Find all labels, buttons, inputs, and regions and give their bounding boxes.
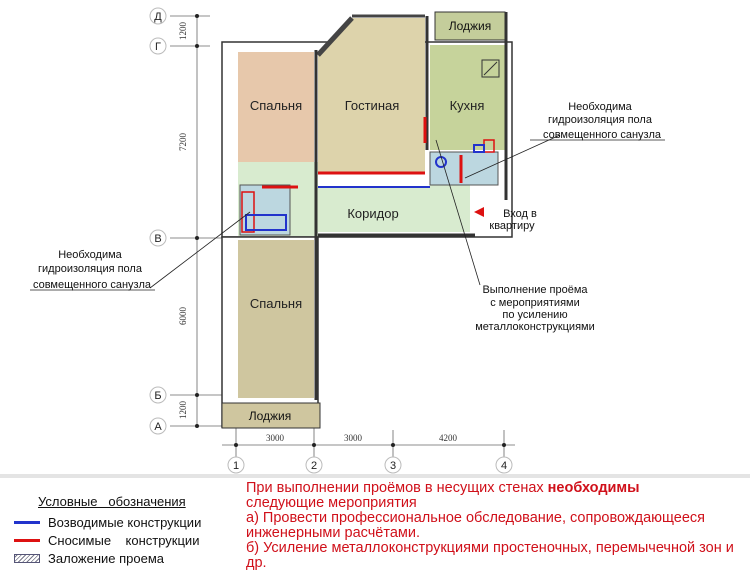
requirements-intro: При выполнении проёмов в несущих стенах [246,480,548,496]
axis-V: В [154,233,161,245]
note-waterproof-left-3: совмещенного санузла [33,279,152,291]
dim-4200: 4200 [439,433,458,443]
leader-lines [30,134,665,291]
note-opening-1: Выполнение проёма [482,284,588,296]
erected-walls [245,144,485,231]
note-opening-2: с мероприятиями [490,297,580,309]
legend-item-filled-opening: Заложение проема [14,549,201,567]
label-bedroom-top: Спальня [250,98,302,113]
legend-item-erected: Возводимые конструкции [14,513,201,531]
legend-title: Условные обозначения [38,494,186,509]
note-opening-3: по усилению [502,309,567,321]
note-opening-4: металлоконструкциями [475,321,595,333]
dim-6000: 6000 [178,307,188,326]
blue-line-swatch [14,520,40,524]
note-waterproof-left-2: гидроизоляция пола [38,263,143,275]
dim-1200-bottom: 1200 [178,401,188,420]
requirements-line2: следующие мероприятия [246,495,417,511]
room-bedroom-bottom [238,240,314,398]
note-waterproof-left-1: Необходима [58,249,122,261]
room-bedroom-top [238,52,314,162]
rooms [221,11,513,429]
demolished-walls [241,117,495,233]
floor-plan: Д Г В Б А 1 2 3 4 1200 7200 6000 1200 30… [30,7,665,474]
red-line-swatch [14,538,40,542]
note-waterproof-right-2: гидроизоляция пола [548,114,653,126]
legend-label: Заложение проема [48,550,165,566]
requirement-a: а) Провести профессиональное обследовани… [246,510,706,541]
legend-label: Сносимые конструкции [48,532,200,548]
axis-G: Г [155,41,161,53]
requirements-intro-bold: необходимы [547,480,640,496]
note-waterproof-right-1: Необходима [568,101,632,113]
dim-3000-b: 3000 [344,433,363,443]
axis-3: 3 [390,460,396,472]
axis-2: 2 [311,460,317,472]
note-waterproof-right-3: совмещенного санузла [543,129,662,141]
requirement-b: б) Усиление металлоконструкциями простен… [246,540,734,571]
axis-A: А [154,421,162,433]
hatch-swatch [14,553,40,563]
note-entrance-2: квартиру [489,220,535,232]
axis-B: Б [154,390,161,402]
dim-3000-a: 3000 [266,433,285,443]
dim-7200: 7200 [178,133,188,152]
legend-label: Возводимые конструкции [48,514,202,530]
label-kitchen: Кухня [450,98,485,113]
requirements-text: При выполнении проёмов в несущих стенах … [246,481,750,571]
room-kitchen [430,45,505,150]
room-loggia-top [434,11,506,41]
label-bedroom-bottom: Спальня [250,296,302,311]
room-living [318,18,425,172]
room-bathroom-left [239,184,291,236]
label-loggia-top: Лоджия [449,19,492,33]
axis-D: Д [154,11,162,23]
axis-4: 4 [501,460,507,472]
dim-1200-top: 1200 [178,22,188,41]
room-loggia-bottom [221,402,321,429]
separator [0,474,750,478]
tick-marks [195,14,506,447]
axis-number-labels: 1 2 3 4 [227,456,513,474]
legend: Условные обозначения Возводимые конструк… [14,494,201,567]
legend-item-demolished: Сносимые конструкции [14,531,201,549]
label-corridor: Коридор [347,206,398,221]
entrance-arrow-icon [474,207,484,217]
label-loggia-bottom: Лоджия [249,409,292,423]
axis-letter-labels: Д Г В Б А [149,7,167,435]
note-entrance-1: Вход в [503,208,537,220]
axis-1: 1 [233,460,239,472]
label-living: Гостиная [345,98,400,113]
room-corridor [318,187,430,232]
